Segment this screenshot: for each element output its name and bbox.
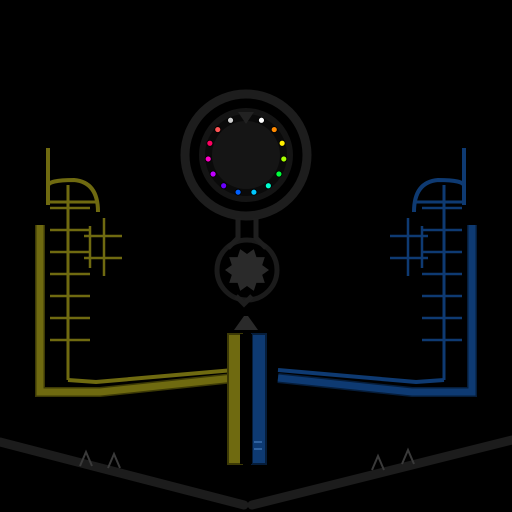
track-spike bbox=[107, 451, 121, 469]
center-pipe bbox=[226, 218, 268, 465]
left-pipe bbox=[227, 333, 243, 465]
ring-light bbox=[220, 182, 228, 190]
ring-light bbox=[204, 155, 212, 163]
ring-light bbox=[214, 126, 222, 133]
ring-light bbox=[270, 126, 278, 133]
ring-light bbox=[264, 182, 272, 190]
tower-cross-bar bbox=[390, 226, 428, 268]
upper-connector bbox=[226, 218, 268, 250]
ring-core bbox=[212, 121, 280, 189]
ring-light bbox=[278, 139, 286, 147]
color-ring bbox=[180, 89, 312, 221]
tower-cross-bar bbox=[84, 226, 122, 268]
ring-pointer bbox=[238, 112, 254, 124]
right-player-tower bbox=[277, 148, 477, 397]
floor-line bbox=[0, 435, 512, 510]
ring-light bbox=[227, 116, 234, 124]
ring-light bbox=[280, 155, 288, 163]
left-player-tower bbox=[35, 148, 235, 397]
ring-light bbox=[275, 170, 283, 178]
track-spike bbox=[79, 449, 93, 467]
pipe-gap bbox=[240, 334, 252, 464]
ring-light bbox=[209, 170, 217, 178]
track-spike bbox=[371, 453, 385, 471]
ring-light bbox=[250, 188, 258, 196]
tower-inner-floor bbox=[277, 368, 445, 385]
ring-outer bbox=[180, 89, 312, 221]
floor-track bbox=[0, 435, 512, 510]
tower-inner-floor bbox=[67, 368, 235, 385]
tower-wall bbox=[36, 225, 235, 396]
tower-hook bbox=[46, 148, 100, 213]
ring-light bbox=[206, 139, 214, 147]
gear-shape bbox=[225, 249, 269, 291]
tower-hook bbox=[412, 148, 466, 213]
right-pipe bbox=[251, 333, 267, 465]
funnel bbox=[234, 316, 258, 330]
ring-light bbox=[234, 188, 242, 196]
tower-wall bbox=[277, 225, 476, 396]
ring-light bbox=[258, 116, 265, 124]
track-spike bbox=[401, 447, 415, 465]
lower-connector bbox=[234, 294, 254, 308]
